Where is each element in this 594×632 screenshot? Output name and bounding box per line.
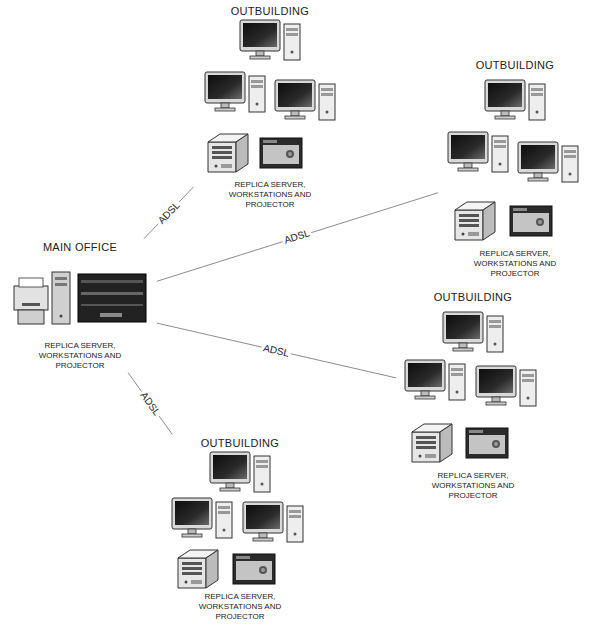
workstation-icon: [243, 502, 303, 542]
rack-server-icon: [78, 274, 146, 322]
tower-icon: [52, 272, 70, 324]
site-group: OUTBUILDING REPLICA SERVER, WORKSTATIONS …: [165, 436, 315, 622]
projector-icon: [510, 206, 552, 236]
workstation-icon: [443, 312, 503, 352]
site-group: OUTBUILDING REPLICA SERVER, WORKSTATIONS …: [440, 58, 590, 279]
icon-space: [440, 72, 590, 247]
adsl-link: [157, 323, 396, 378]
site-group: OUTBUILDING REPLICA SERVER, WORKSTATIONS …: [398, 290, 548, 501]
workstation-icon: [476, 366, 536, 406]
site-caption: REPLICA SERVER, WORKSTATIONS AND PROJECT…: [30, 341, 130, 371]
workstation-icon: [405, 360, 465, 400]
workstation-icon: [205, 72, 265, 112]
workstation-icon: [518, 142, 578, 182]
printer-icon: [14, 278, 48, 324]
site-heading: OUTBUILDING: [440, 58, 590, 72]
site-heading: OUTBUILDING: [195, 4, 345, 18]
projector-icon: [260, 138, 302, 168]
icon-space: [5, 254, 155, 339]
server-icon: [455, 202, 495, 240]
server-icon: [412, 424, 452, 462]
site-group: OUTBUILDING REPLICA SERVER, WORKSTATIONS …: [195, 4, 345, 210]
site-heading: OUTBUILDING: [398, 290, 548, 304]
workstation-icon: [275, 80, 335, 120]
site-caption: REPLICA SERVER, WORKSTATIONS AND PROJECT…: [423, 471, 523, 501]
link-label: ADSL: [137, 388, 164, 419]
projector-icon: [233, 554, 275, 584]
icon-space: [165, 450, 315, 590]
adsl-link: [128, 373, 172, 435]
site-heading: OUTBUILDING: [165, 436, 315, 450]
adsl-link: [144, 187, 194, 239]
workstation-icon: [448, 132, 508, 172]
site-caption: REPLICA SERVER, WORKSTATIONS AND PROJECT…: [190, 592, 290, 622]
link-label: ADSL: [260, 341, 292, 359]
site-caption: REPLICA SERVER, WORKSTATIONS AND PROJECT…: [220, 180, 320, 210]
icon-space: [195, 18, 345, 178]
projector-icon: [466, 428, 508, 458]
site-group: MAIN OFFICE REPLICA SERVER, WORKSTATIONS …: [5, 240, 155, 371]
workstation-icon: [210, 452, 270, 492]
link-label: ADSL: [154, 198, 183, 228]
icon-space: [398, 304, 548, 469]
workstation-icon: [240, 20, 300, 60]
server-icon: [178, 550, 218, 588]
server-icon: [208, 134, 248, 172]
site-heading: MAIN OFFICE: [5, 240, 155, 254]
workstation-icon: [172, 498, 232, 538]
site-caption: REPLICA SERVER, WORKSTATIONS AND PROJECT…: [465, 249, 565, 279]
adsl-link: [157, 193, 438, 282]
link-label: ADSL: [281, 227, 313, 247]
workstation-icon: [485, 80, 545, 120]
